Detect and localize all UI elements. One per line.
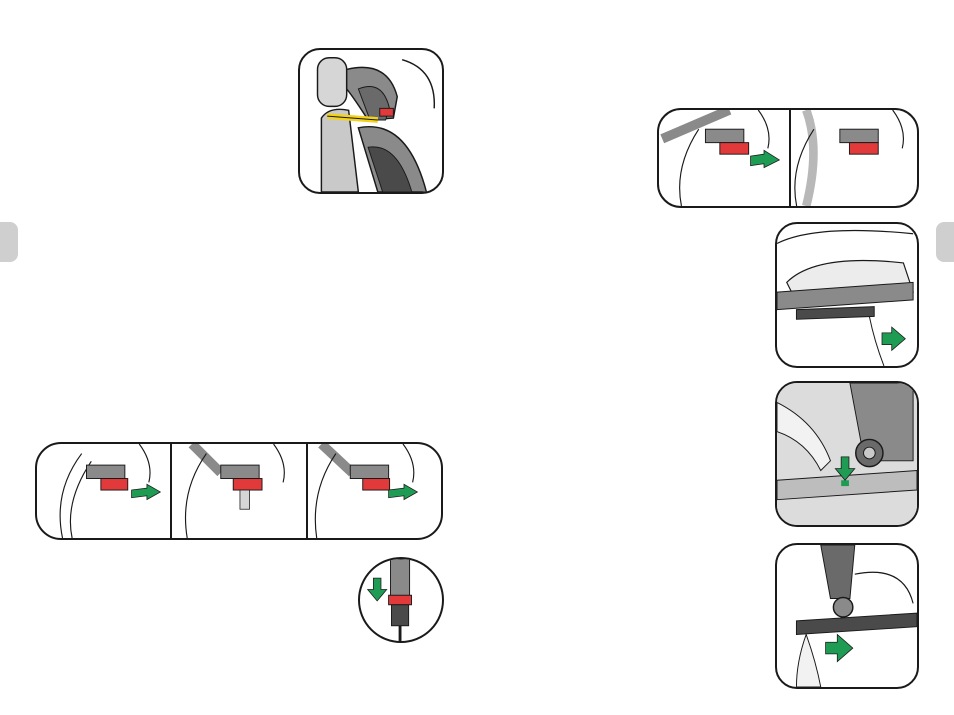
headrest-belt-guide-panel	[298, 48, 444, 194]
seat-base-adjust-icon	[777, 229, 914, 366]
buckle-press-icon	[366, 559, 412, 641]
seat-base-adjust-panel	[775, 222, 919, 368]
rail-button-press-panel	[775, 381, 919, 527]
rail-button-press-icon	[777, 383, 917, 525]
base-slide-out-panel	[775, 543, 919, 689]
sequence-divider	[306, 444, 308, 538]
isofix-connector-sequence-icon	[59, 444, 419, 538]
sequence-divider	[170, 444, 172, 538]
headrest-belt-guide-icon	[316, 57, 435, 192]
release-divider	[789, 110, 791, 206]
base-slide-out-icon	[795, 545, 917, 687]
buckle-press-panel	[358, 557, 444, 643]
right-page-tab	[936, 222, 954, 262]
isofix-release-panel	[657, 108, 919, 208]
isofix-release-icon	[660, 110, 905, 206]
left-page-tab	[0, 222, 18, 262]
isofix-connector-sequence-panel	[35, 442, 443, 540]
